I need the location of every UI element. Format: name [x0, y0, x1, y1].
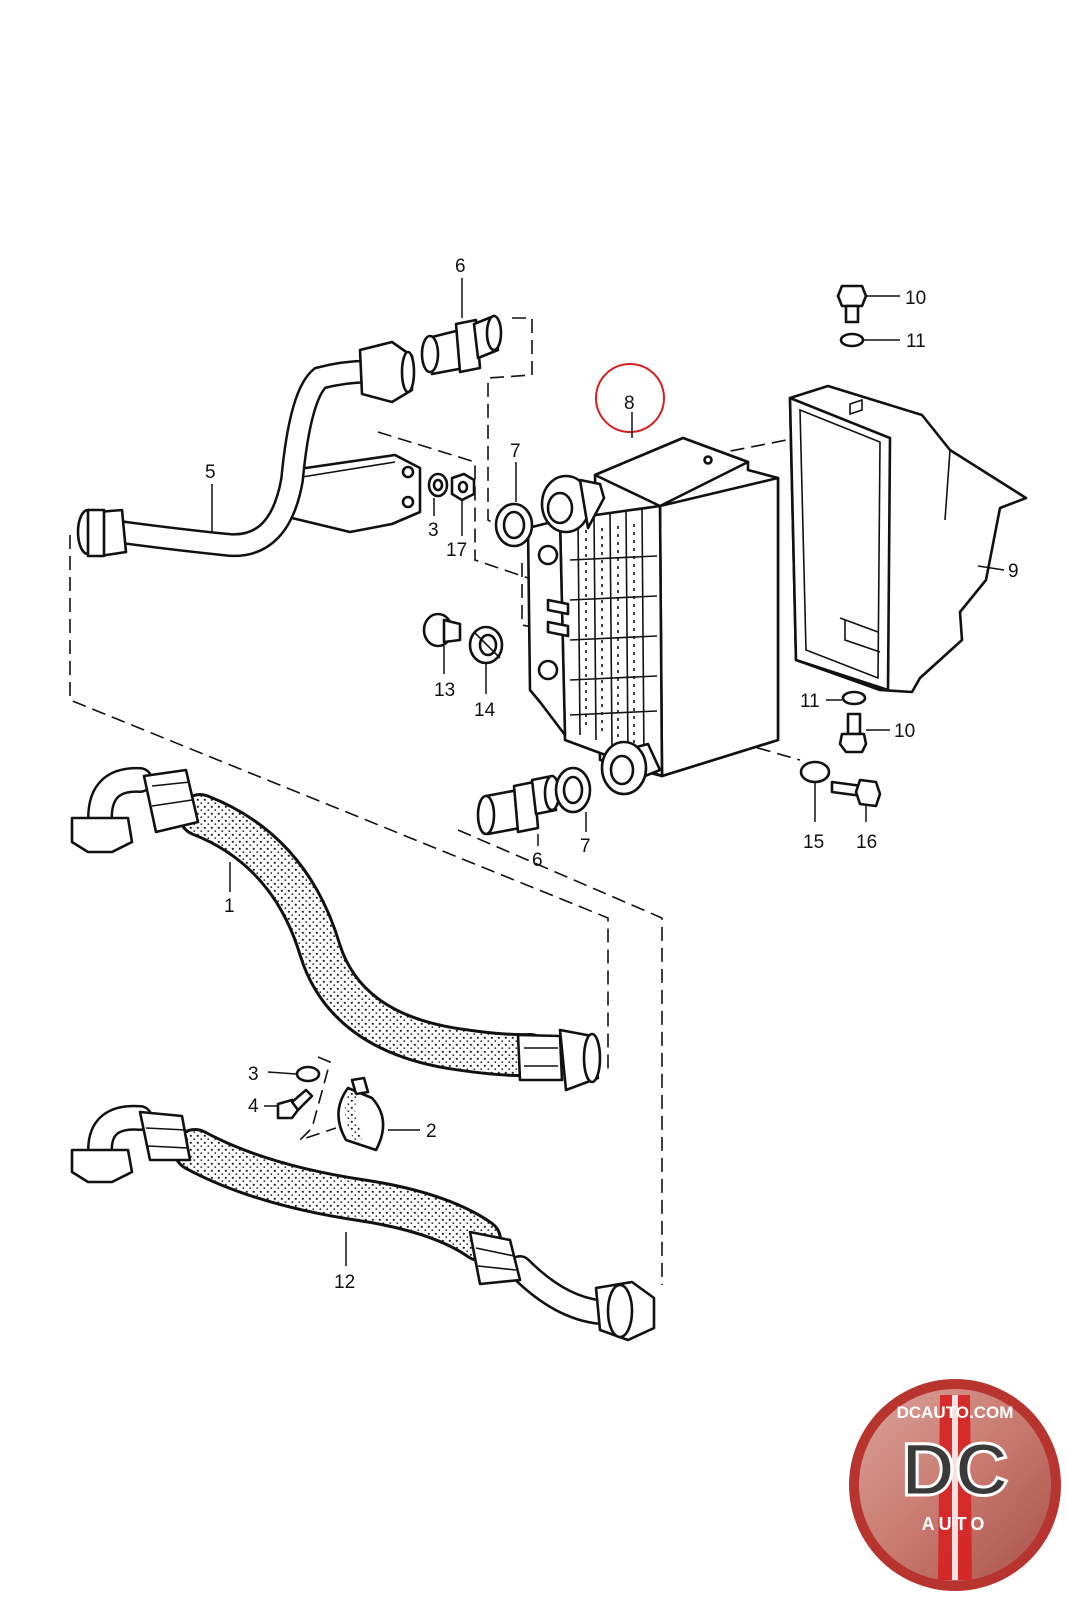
- callout-9: 9: [1008, 561, 1019, 582]
- washer-7-top: [494, 502, 534, 548]
- shroud-part-9: [788, 384, 1028, 694]
- callout-11-top: 11: [906, 331, 926, 352]
- callout-14: 14: [474, 700, 496, 721]
- bolt-4: [276, 1088, 314, 1120]
- callout-3-top: 3: [428, 520, 439, 541]
- oil-pipe-5: [76, 340, 416, 558]
- washer-11-bottom: [841, 690, 867, 706]
- fitting-6-bottom: [476, 774, 561, 836]
- fitting-6-top: [420, 314, 503, 376]
- bolt-10-top: [836, 284, 868, 324]
- callout-3-bottom: 3: [248, 1064, 259, 1085]
- oil-cooler-part-8: [526, 436, 780, 796]
- dcauto-watermark-logo: DCAUTO.COM DC AUTO: [849, 1379, 1061, 1591]
- callout-1: 1: [224, 896, 235, 917]
- clamp-2: [337, 1076, 385, 1152]
- callout-10-top: 10: [905, 288, 926, 309]
- washer-11-top: [839, 332, 865, 348]
- plug-13: [422, 612, 462, 648]
- callout-10-bottom: 10: [894, 721, 915, 742]
- oil-hose-12: [70, 1104, 656, 1342]
- callout-12: 12: [334, 1272, 355, 1293]
- callout-11-bottom: 11: [800, 691, 820, 712]
- callout-4: 4: [248, 1096, 259, 1117]
- washer-7-bottom: [554, 766, 592, 814]
- washer-15: [799, 760, 831, 784]
- bracket: [290, 453, 422, 534]
- grommet-14: [468, 625, 504, 665]
- oil-hose-1: [70, 766, 602, 1092]
- washer-3-bottom: [295, 1065, 321, 1083]
- callout-6-bottom: 6: [532, 850, 543, 871]
- callout-13: 13: [434, 680, 455, 701]
- callout-17: 17: [446, 540, 467, 561]
- bolt-16: [830, 778, 882, 808]
- callout-5: 5: [205, 462, 216, 483]
- callout-6-top: 6: [455, 256, 466, 277]
- callout-7-bottom: 7: [580, 836, 591, 857]
- callout-8: 8: [624, 393, 635, 414]
- nut-17: [450, 472, 476, 502]
- callout-16: 16: [856, 832, 877, 853]
- watermark-auto-text: AUTO: [922, 1514, 989, 1534]
- callout-15: 15: [803, 832, 824, 853]
- callout-2: 2: [426, 1121, 437, 1142]
- washer-3-top: [427, 472, 449, 498]
- callout-7-top: 7: [510, 441, 521, 462]
- callout-labels: 6 8 10 11 5 7 3 17 9 13 14 11 10 15 16 7…: [205, 256, 1019, 1293]
- watermark-site-text: DCAUTO.COM: [897, 1403, 1014, 1422]
- bolt-10-bottom: [838, 712, 868, 754]
- leader-lines: [211, 278, 1005, 1266]
- watermark-dc-letters: DC: [902, 1428, 1009, 1511]
- highlight-ring-part-8: [595, 363, 665, 433]
